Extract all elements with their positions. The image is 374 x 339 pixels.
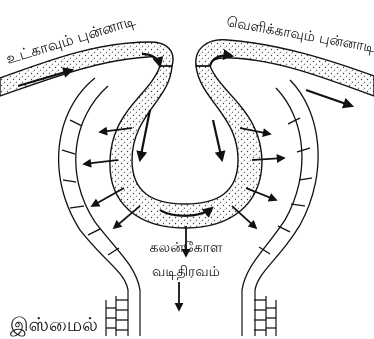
caption: இஸ்மைல் bbox=[10, 314, 98, 339]
filtrate-label-line2: வடிதிரவம் bbox=[152, 264, 220, 280]
tubule-walls bbox=[106, 290, 276, 336]
blood-flow-arrows bbox=[18, 54, 352, 216]
filtrate-label-line1: கலன்கோள bbox=[150, 240, 223, 256]
glomerulus-loop bbox=[110, 66, 262, 228]
bowmans-capsule bbox=[59, 78, 319, 290]
